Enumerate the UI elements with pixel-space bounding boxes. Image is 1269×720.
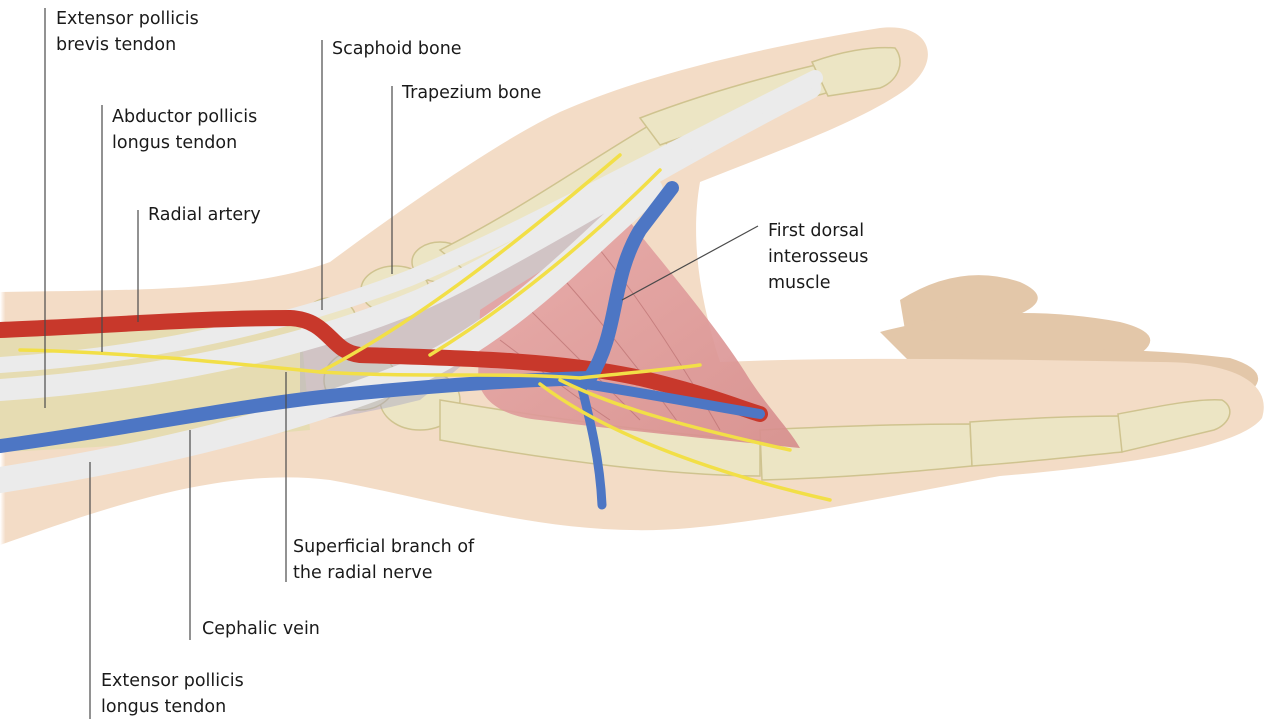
label-line: Radial artery [148, 202, 261, 228]
label-extensor-pollicis-longus-tendon: Extensor pollicis longus tendon [101, 668, 244, 720]
label-line: Extensor pollicis [101, 668, 244, 694]
label-line: Scaphoid bone [332, 36, 462, 62]
label-cephalic-vein: Cephalic vein [202, 616, 320, 642]
label-extensor-pollicis-brevis-tendon: Extensor pollicis brevis tendon [56, 6, 199, 58]
label-scaphoid-bone: Scaphoid bone [332, 36, 462, 62]
label-line: longus tendon [112, 130, 257, 156]
label-trapezium-bone: Trapezium bone [402, 80, 541, 106]
label-line: First dorsal [768, 218, 868, 244]
label-line: Superficial branch of [293, 534, 474, 560]
label-line: Abductor pollicis [112, 104, 257, 130]
label-first-dorsal-interosseus-muscle: First dorsal interosseus muscle [768, 218, 868, 296]
label-line: Trapezium bone [402, 80, 541, 106]
label-line: Cephalic vein [202, 616, 320, 642]
label-line: muscle [768, 270, 868, 296]
label-superficial-branch-radial-nerve: Superficial branch of the radial nerve [293, 534, 474, 586]
label-line: the radial nerve [293, 560, 474, 586]
label-abductor-pollicis-longus-tendon: Abductor pollicis longus tendon [112, 104, 257, 156]
label-line: Extensor pollicis [56, 6, 199, 32]
label-line: longus tendon [101, 694, 244, 720]
label-line: interosseus [768, 244, 868, 270]
label-radial-artery: Radial artery [148, 202, 261, 228]
label-line: brevis tendon [56, 32, 199, 58]
